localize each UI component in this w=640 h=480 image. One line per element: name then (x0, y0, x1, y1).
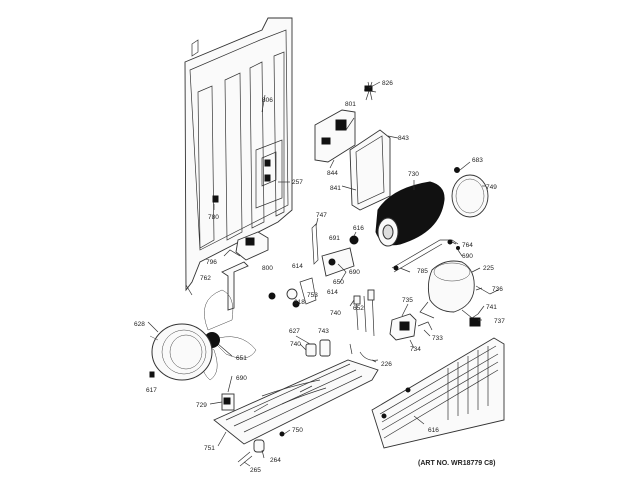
label-616-lower: 616 (428, 427, 439, 434)
tubing (391, 239, 460, 273)
label-225: 225 (483, 265, 494, 272)
label-730: 730 (408, 171, 419, 178)
label-736: 736 (492, 286, 503, 293)
label-617: 617 (146, 387, 157, 394)
label-691: 691 (329, 235, 340, 242)
label-740-upper: 740 (330, 310, 341, 317)
label-690-right: 690 (462, 253, 473, 260)
label-762: 762 (200, 275, 211, 282)
label-618: 618 (294, 299, 305, 306)
label-800: 800 (262, 265, 273, 272)
leader-lines (147, 81, 486, 467)
label-627: 627 (289, 328, 300, 335)
label-733: 733 (432, 335, 443, 342)
label-734: 734 (410, 346, 421, 353)
control-board-assembly (314, 81, 391, 211)
relay-overload (223, 231, 269, 261)
condenser-coil (371, 337, 505, 449)
label-650: 650 (333, 279, 344, 286)
leveling-feet (237, 431, 285, 467)
label-844: 844 (327, 170, 338, 177)
label-796: 796 (206, 259, 217, 266)
label-753: 753 (307, 292, 318, 299)
label-652: 652 (353, 305, 364, 312)
label-740-lower: 740 (290, 341, 301, 348)
label-841: 841 (330, 185, 341, 192)
base-plate (213, 359, 379, 445)
label-735: 735 (402, 297, 413, 304)
compressor (419, 260, 499, 327)
condenser-fan-motor (375, 167, 489, 247)
start-device (389, 313, 433, 341)
label-751: 751 (204, 445, 215, 452)
label-764: 764 (462, 242, 473, 249)
label-843: 843 (398, 135, 409, 142)
label-690-upper: 690 (349, 269, 360, 276)
label-801: 801 (345, 101, 356, 108)
label-614-upper: 614 (292, 263, 303, 270)
part-labels: 806 826 801 843 844 841 257 780 683 730 … (134, 80, 505, 474)
label-743: 743 (318, 328, 329, 335)
label-729: 729 (196, 402, 207, 409)
label-750: 750 (292, 427, 303, 434)
label-747: 747 (316, 212, 327, 219)
label-780: 780 (208, 214, 219, 221)
label-749: 749 (486, 184, 497, 191)
label-690-lower: 690 (236, 375, 247, 382)
rear-panel (184, 17, 293, 296)
label-226: 226 (381, 361, 392, 368)
label-257: 257 (292, 179, 303, 186)
bracket-762 (221, 261, 249, 311)
label-785: 785 (417, 268, 428, 275)
label-264: 264 (270, 457, 281, 464)
label-826: 826 (382, 80, 393, 87)
condenser-fan (149, 289, 257, 381)
label-806: 806 (262, 97, 273, 104)
label-741: 741 (486, 304, 497, 311)
label-265: 265 (250, 467, 261, 474)
water-valves (268, 277, 375, 337)
art-number-credit: (ART NO. WR18779 C8) (418, 460, 496, 467)
label-737: 737 (494, 318, 505, 325)
label-616-upper: 616 (353, 225, 364, 232)
capacitors (305, 339, 379, 361)
label-614-lower: 614 (327, 289, 338, 296)
valve-bracket (311, 223, 359, 283)
label-628: 628 (134, 321, 145, 328)
label-651: 651 (236, 355, 247, 362)
label-683: 683 (472, 157, 483, 164)
